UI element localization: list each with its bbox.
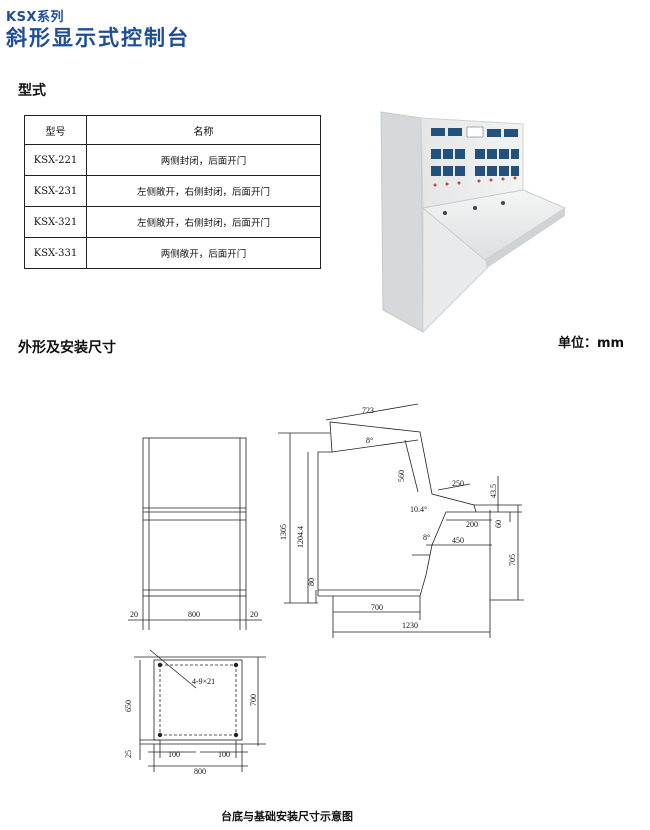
dimensions-heading: 外形及安装尺寸 [18, 340, 116, 356]
dimension-drawings: 20 800 20 [124, 403, 524, 776]
side-view-drawing [278, 403, 524, 638]
table-header-row: 型号 名称 [24, 115, 321, 145]
side-base-depth-dim: 700 [371, 603, 383, 612]
side-shelf-height-dim: 60 [494, 520, 503, 528]
base-left-offset-dim: 100 [168, 750, 180, 759]
side-desk-depth-dim: 250 [452, 479, 464, 488]
models-heading: 型式 [18, 83, 46, 99]
models-table: 型号 名称 KSX-221 两侧封闭，后面开门 KSX-231 左侧敞开，右侧封… [24, 115, 321, 269]
base-outer-depth-dim: 700 [249, 694, 258, 706]
drawing-caption: 台底与基础安装尺寸示意图 [221, 810, 353, 823]
model-name: 两侧封闭，后面开门 [86, 144, 321, 176]
console-product-photo [380, 111, 567, 334]
base-bottom-offset-dim: 25 [124, 750, 133, 758]
unit-label: 单位：mm [558, 336, 625, 351]
model-name: 左侧敞开，右侧封闭，后面开门 [86, 175, 321, 207]
series-label: KSX系列 [6, 10, 64, 25]
table-row: KSX-221 两侧封闭，后面开门 [24, 144, 321, 176]
front-right-side-dim: 20 [250, 610, 258, 619]
model-code: KSX-321 [24, 206, 87, 238]
table-row: KSX-331 两侧敞开，后面开门 [24, 237, 321, 269]
side-shelf-depth-dim: 200 [466, 520, 478, 529]
model-code: KSX-331 [24, 237, 87, 269]
table-row: KSX-231 左侧敞开，右侧封闭，后面开门 [24, 175, 321, 207]
front-view-drawing [128, 437, 262, 630]
side-knee-angle-dim: 8° [423, 533, 430, 542]
model-code: KSX-231 [24, 175, 87, 207]
side-desk-angle-dim: 10.4° [410, 505, 427, 514]
side-panel-length-dim: 560 [397, 470, 406, 482]
product-title: 斜形显示式控制台 [6, 26, 190, 50]
base-width-dim: 800 [194, 767, 206, 776]
model-name: 两侧敞开，后面开门 [86, 237, 321, 269]
side-top-depth-dim: 723 [362, 406, 374, 415]
front-width-dim: 800 [188, 610, 200, 619]
base-inner-depth-dim: 650 [124, 700, 133, 712]
base-hole-spec: 4-9×21 [192, 677, 215, 686]
side-base-height-dim: 80 [307, 578, 316, 586]
side-total-depth-dim: 1230 [402, 621, 418, 630]
side-overall-height-dim: 1305 [279, 524, 288, 540]
table-row: KSX-321 左侧敞开，右侧封闭，后面开门 [24, 206, 321, 238]
front-left-side-dim: 20 [130, 610, 138, 619]
base-right-offset-dim: 100 [218, 750, 230, 759]
column-header-name: 名称 [86, 115, 321, 145]
side-lower-depth-dim: 450 [452, 536, 464, 545]
base-view-drawing [134, 649, 266, 772]
model-code: KSX-221 [24, 144, 87, 176]
side-desk-height-dim: 705 [508, 554, 517, 566]
column-header-model: 型号 [24, 115, 87, 145]
model-name: 左侧敞开，右侧封闭，后面开门 [86, 206, 321, 238]
side-desk-thickness-dim: 43.5 [489, 484, 498, 498]
side-top-angle-dim: 8° [366, 436, 373, 445]
side-middle-height-dim: 1204.4 [296, 526, 305, 548]
